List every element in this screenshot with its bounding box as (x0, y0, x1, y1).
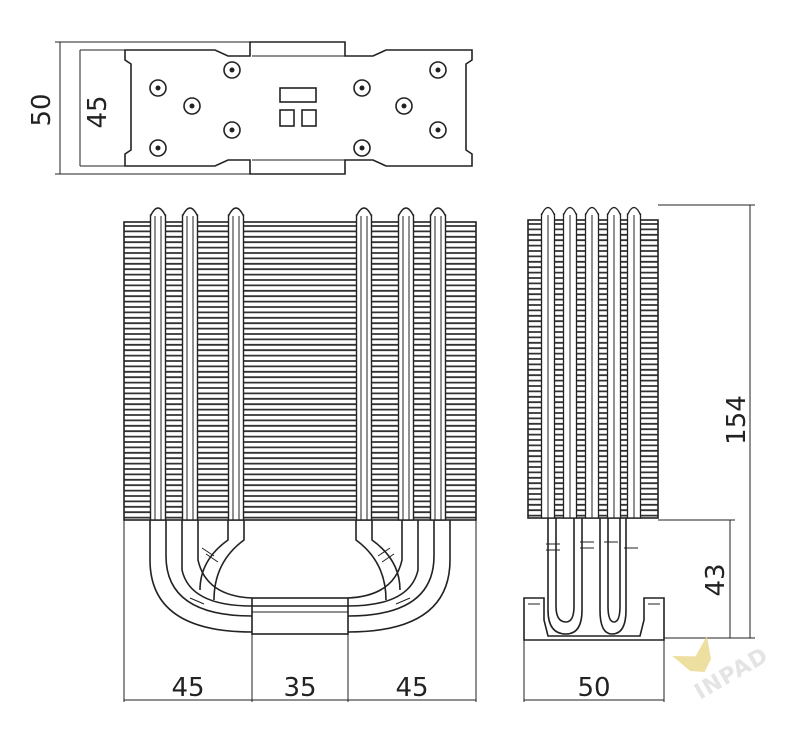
heat-pipe (429, 214, 447, 521)
dim-front-left: 45 (171, 673, 204, 703)
heat-pipe (227, 214, 245, 521)
center-mark-left (279, 109, 295, 127)
dim-base-height: 43 (701, 563, 731, 596)
heat-pipe (397, 214, 415, 521)
front-base-block (251, 597, 349, 635)
side-heat-pipe-cap (626, 206, 642, 216)
heat-pipe-cap (149, 207, 167, 217)
center-mark-bar (279, 87, 317, 103)
inpad-logo-mark (672, 635, 711, 672)
side-heat-pipe-cap (540, 206, 556, 216)
side-pipe-lower (546, 518, 638, 635)
front-view: 45 35 45 (123, 207, 477, 703)
top-view: 50 45 (27, 41, 473, 175)
dim-front-center: 35 (283, 673, 316, 703)
center-mark-right (301, 109, 317, 127)
heat-pipe-cap (227, 207, 245, 217)
side-heat-pipe-cap (562, 206, 578, 216)
side-heat-pipe-cap (606, 206, 622, 216)
heat-pipe (181, 214, 199, 521)
mount-holes (149, 61, 447, 157)
side-heat-pipe-cap (584, 206, 600, 216)
dim-side-height: 154 (722, 395, 752, 445)
heat-pipe (355, 214, 373, 521)
front-pipe-bends (149, 520, 451, 633)
heat-pipe (149, 214, 167, 521)
inpad-logo: INPAD (672, 635, 773, 705)
dim-top-outer: 50 (27, 93, 57, 126)
front-heat-pipes (149, 207, 447, 521)
dim-top-inner: 45 (83, 95, 113, 128)
dim-side-depth: 50 (577, 673, 610, 703)
heat-pipe-cap (181, 207, 199, 217)
heat-pipe-cap (397, 207, 415, 217)
side-heat-pipes (540, 206, 642, 519)
heat-pipe-cap (355, 207, 373, 217)
side-base-block (523, 597, 665, 641)
side-view: 154 43 50 (523, 204, 755, 703)
front-fin-stack (124, 225, 476, 519)
dim-front-right: 45 (395, 673, 428, 703)
heat-pipe-cap (429, 207, 447, 217)
